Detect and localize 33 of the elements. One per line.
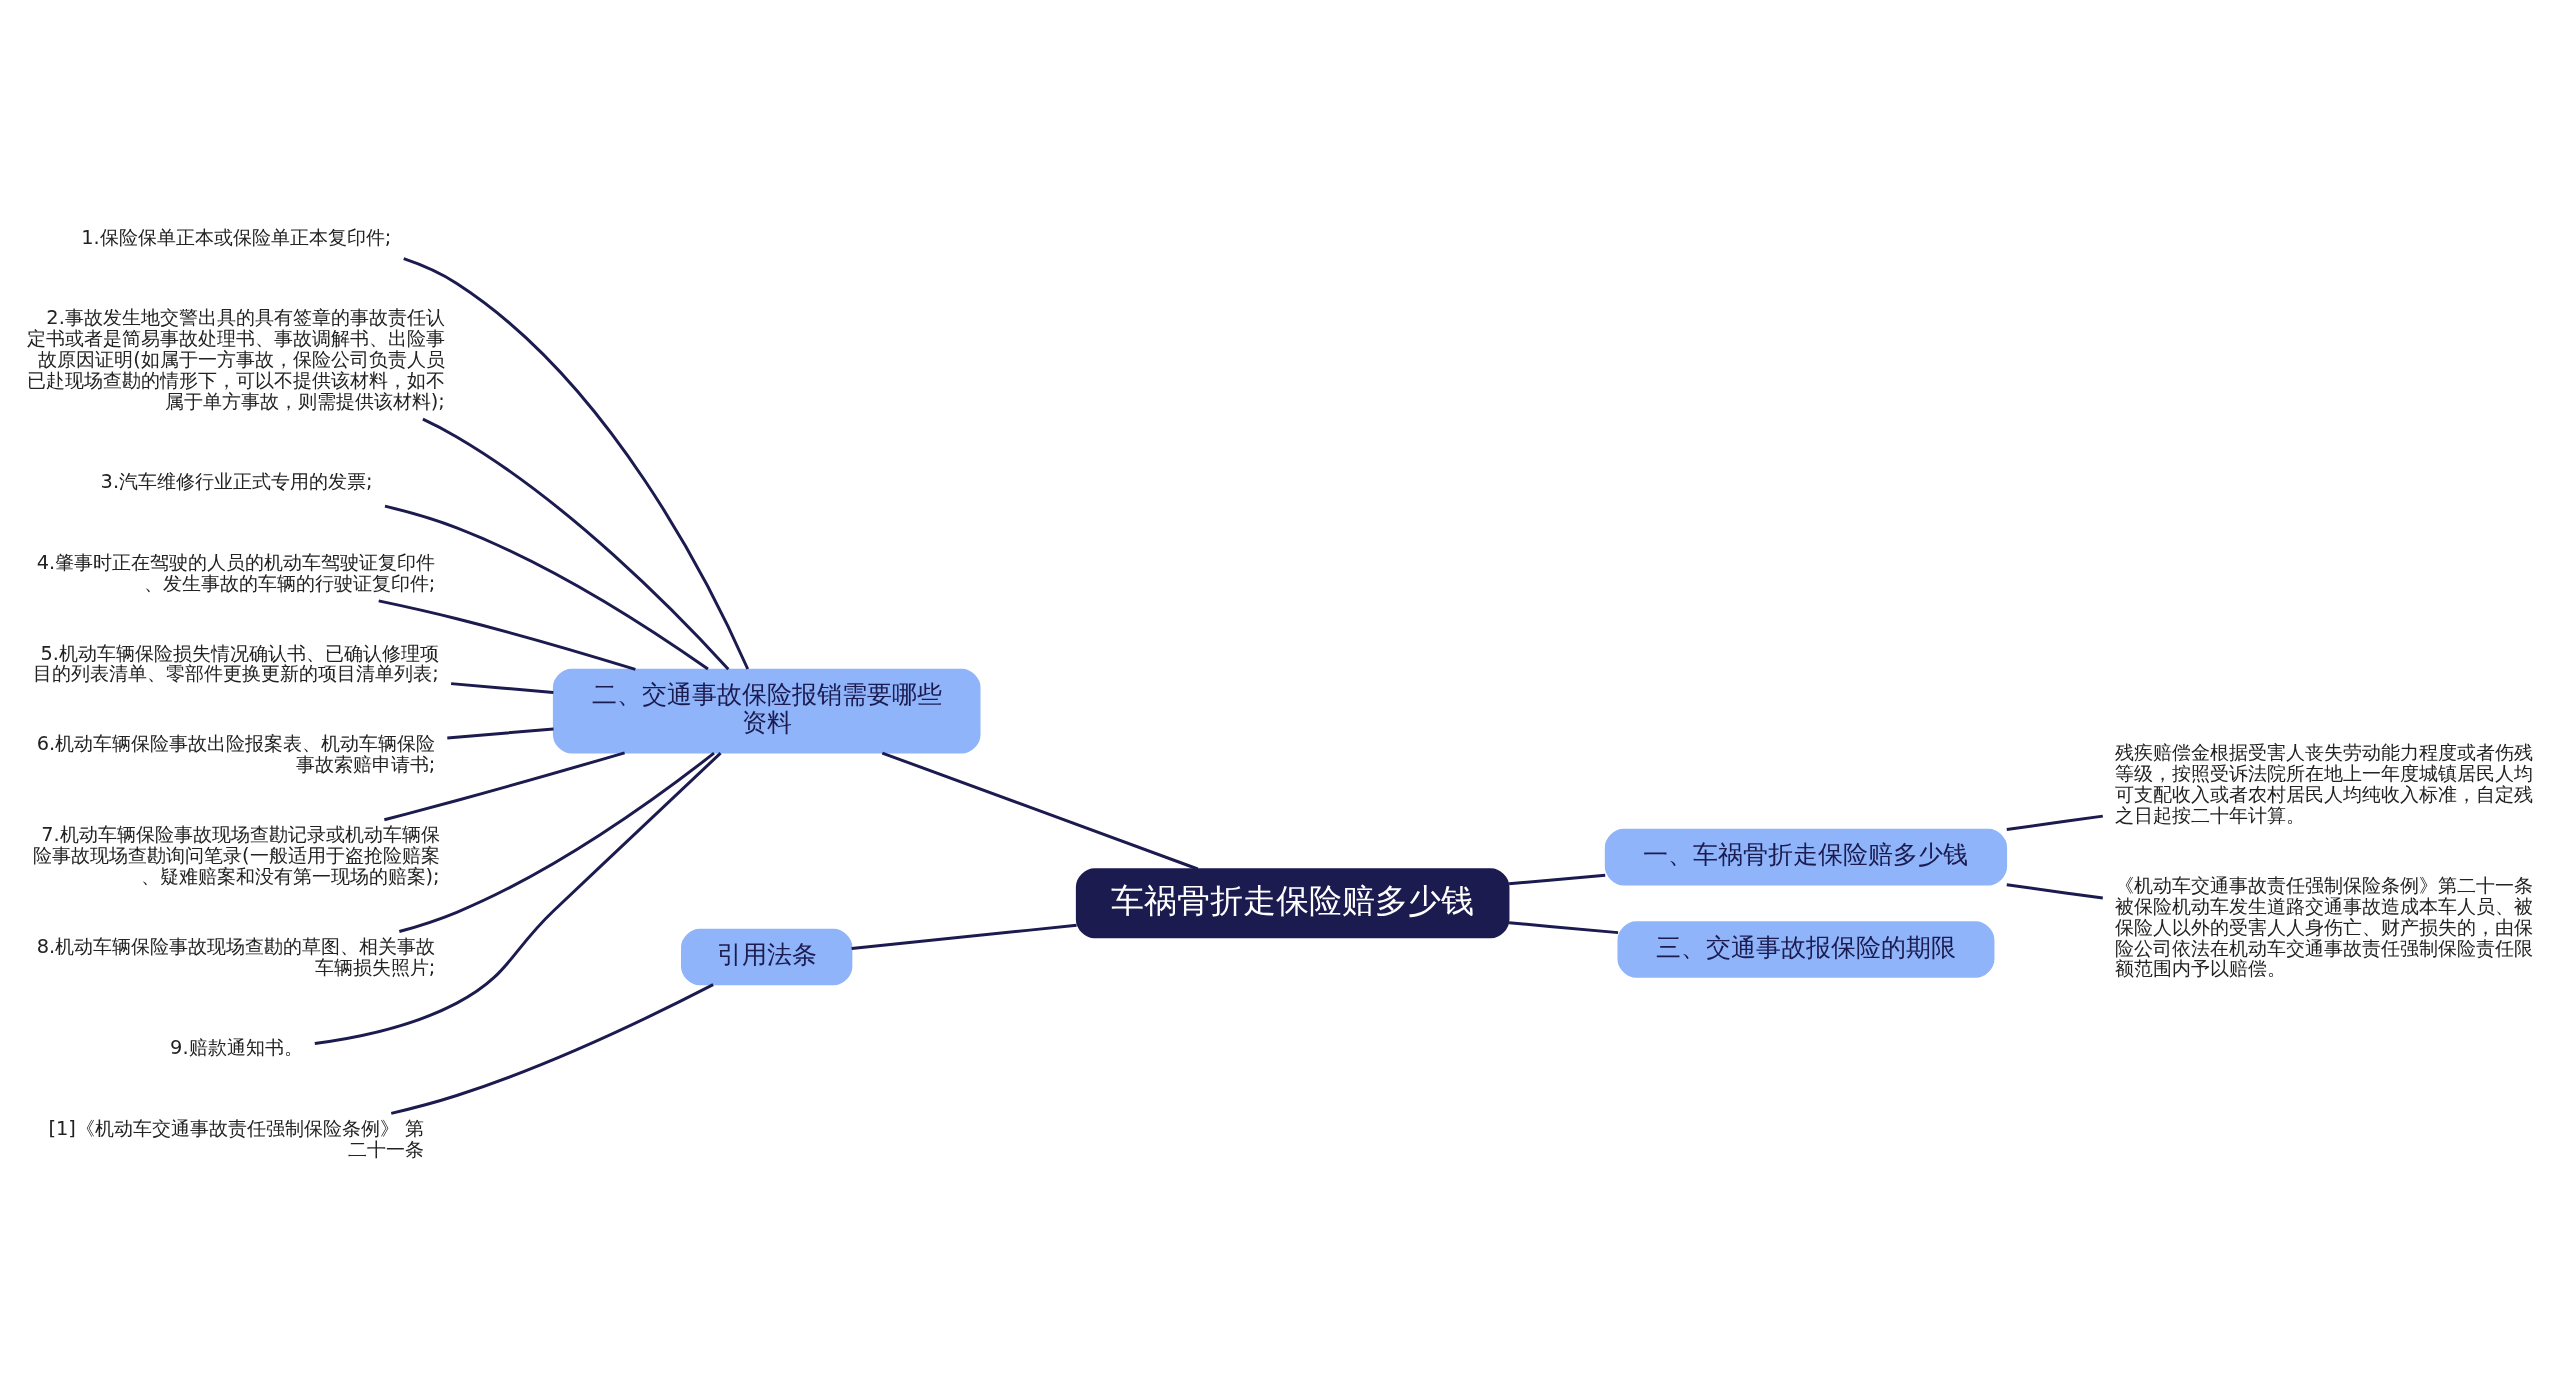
- connector: [447, 727, 554, 739]
- connector: [1508, 873, 1606, 885]
- node-box: 车祸骨折走保险赔多少钱: [1075, 867, 1510, 938]
- connector: [384, 750, 625, 821]
- node-text: 残疾赔偿金根据受害人丧失劳动能力程度或者伤残等级，按照受诉法院所在地上一年度城镇居民人均可支配收入或者农村居民人均纯收入标准，自定残之日起按二十年计算。: [2115, 740, 2534, 827]
- node-box: 三、交通事故报保险的期限: [1617, 920, 1995, 978]
- node-box: 二、交通事故保险报销需要哪些资料: [552, 668, 981, 754]
- connector: [450, 681, 554, 694]
- node-text: 1.保险保单正本或保险单正本复印件;: [81, 225, 392, 249]
- node-box: 引用法条: [681, 928, 853, 985]
- node-box: 一、车祸骨折走保险赔多少钱: [1604, 828, 2008, 885]
- node-text: 3.汽车维修行业正式专用的发票;: [100, 469, 373, 493]
- connector: [851, 923, 1077, 950]
- connector: [881, 751, 1199, 870]
- connector: [314, 751, 722, 1045]
- connector: [378, 598, 636, 671]
- connector: [2006, 882, 2103, 900]
- connector: [390, 982, 714, 1115]
- node-text: 7.机动车辆保险事故现场查勘记录或机动车辆保险事故现场查勘询问笔录(一般适用于盗抢险赔案、疑难赔案和没有第一现场的赔案);: [33, 822, 440, 888]
- node-text: 《机动车交通事故责任强制保险条例》第二十一条被保险机动车发生道路交通事故造成本车人员、被保险人以外的受害人人身伤亡、财产损失的，由保险公司依法在机动车交通事故责任强制保险责任限额范围内予以赔偿。: [2115, 873, 2534, 980]
- connector: [1508, 920, 1619, 934]
- connector: [384, 504, 709, 670]
- node-text: 9.赔款通知书。: [170, 1035, 303, 1059]
- connector: [398, 751, 715, 933]
- connector: [403, 256, 750, 670]
- node-text: 2.事故发生地交警出具的具有签章的事故责任认定书或者是简易事故处理书、事故调解书、出险事故原因证明(如属于一方事故，保险公司负责人员已赴现场查勘的情形下，可以不提供该材料，如不属于单方事故，则需提供该材料);: [26, 305, 445, 413]
- connector: [422, 417, 730, 670]
- node-text: [1]《机动车交通事故责任强制保险条例》 第二十一条: [48, 1116, 424, 1161]
- node-text: 8.机动车辆保险事故现场查勘的草图、相关事故车辆损失照片;: [36, 934, 436, 979]
- node-text: 4.肇事时正在驾驶的人员的机动车驾驶证复印件、发生事故的车辆的行驶证复印件;: [36, 550, 436, 595]
- node-text: 6.机动车辆保险事故出险报案表、机动车辆保险事故索赔申请书;: [36, 731, 436, 776]
- connector: [2006, 814, 2103, 831]
- node-text: 5.机动车辆保险损失情况确认书、已确认修理项目的列表清单、零部件更换更新的项目清单列表;: [33, 641, 439, 685]
